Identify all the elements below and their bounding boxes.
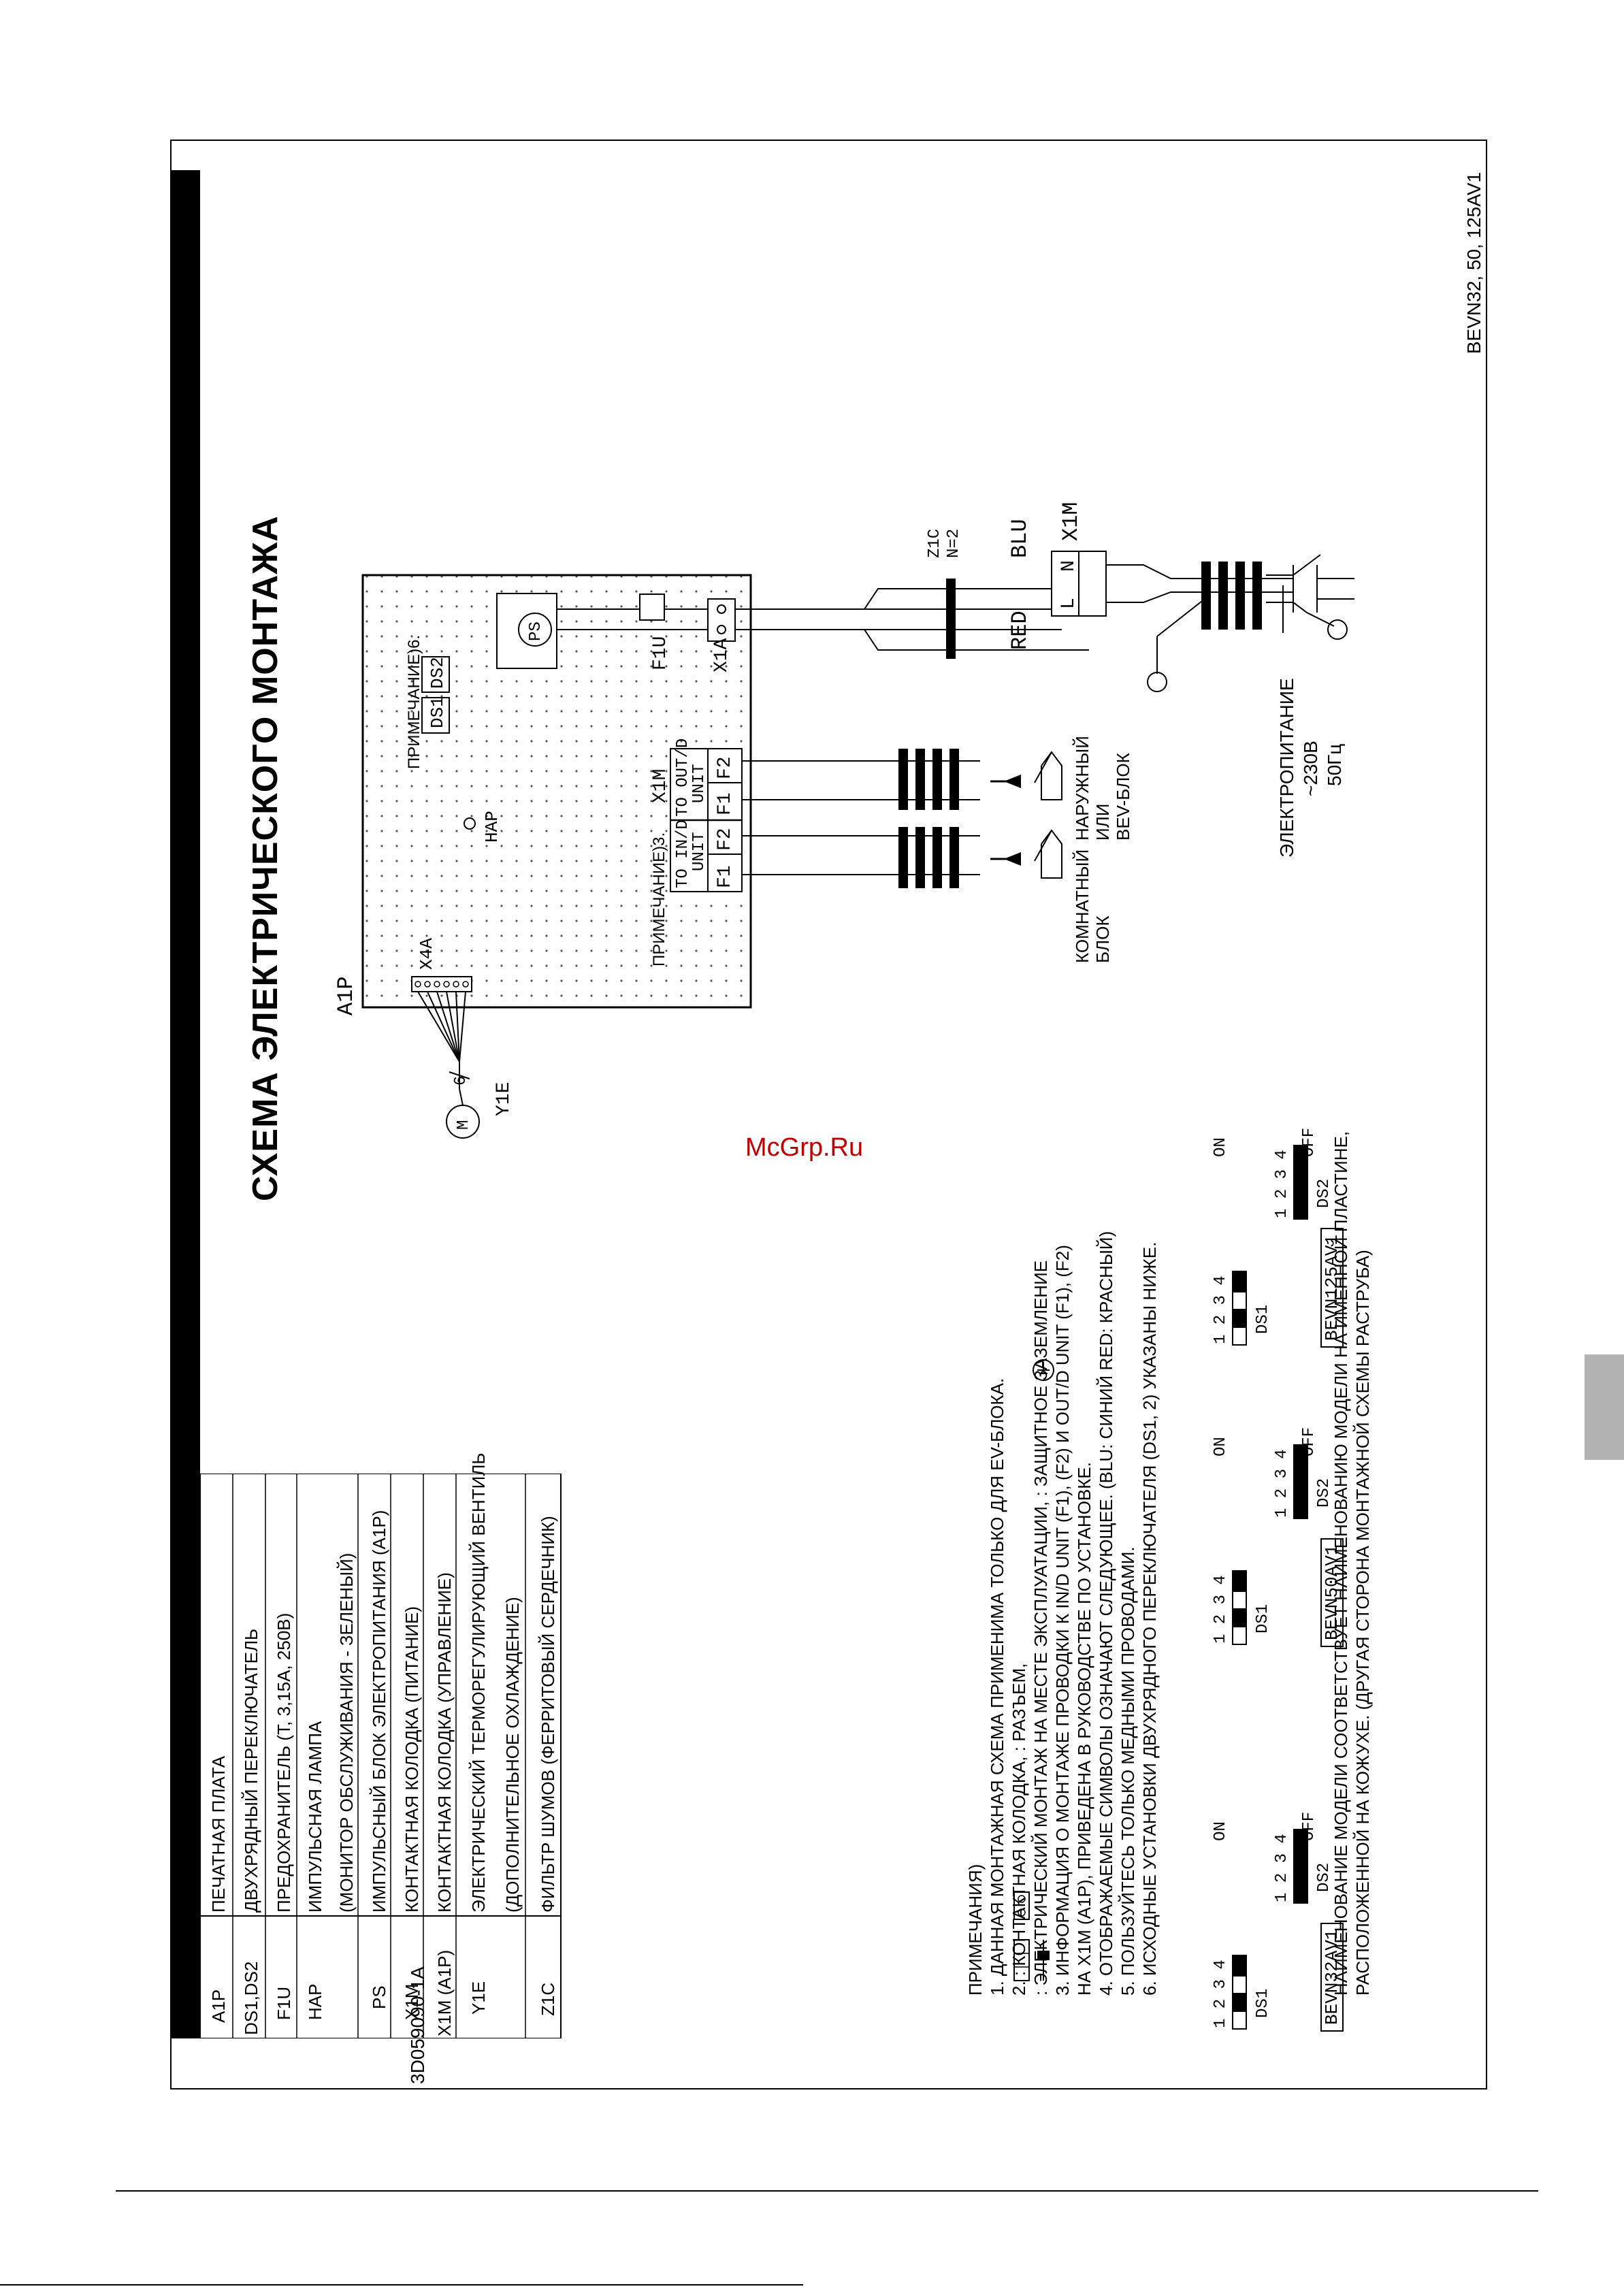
watermark: McGrp.Ru <box>745 1133 864 1162</box>
x4a-connector <box>411 976 472 992</box>
label-y1e: Y1E <box>493 1082 515 1116</box>
label-z1c: Z1C <box>926 528 944 558</box>
label-power-3: 50Гц <box>1324 743 1345 786</box>
label-outdoor-2: ИЛИ <box>1092 803 1113 841</box>
label-hap: HAP <box>482 811 502 843</box>
label-f2-in: F2 <box>715 828 736 851</box>
label-outdoor-1: НАРУЖНЫЙ <box>1072 736 1092 841</box>
dip-switch <box>1293 1444 1308 1466</box>
label-l: L <box>1058 598 1079 609</box>
z1c-ferrite <box>946 579 956 659</box>
label-f1-in: F1 <box>715 865 736 888</box>
dip-switch <box>1232 1955 1247 1977</box>
outdoor-unit-icon <box>1034 751 1062 800</box>
hap-lamp <box>464 817 476 830</box>
ps-symbol <box>518 613 552 647</box>
dip-switch <box>1293 1829 1308 1851</box>
label-note6: ПРИМЕЧАНИЕ)6. <box>405 634 423 769</box>
ground-earth-2 <box>1327 619 1348 640</box>
label-blu: BLU <box>1007 519 1033 558</box>
label-n2: N=2 <box>945 528 963 558</box>
label-to-ind-2: UNIT <box>690 832 709 871</box>
arrow-room-icon <box>1004 852 1021 866</box>
ground-earth-1 <box>1147 672 1167 692</box>
label-power-2: ~230В <box>1300 741 1321 796</box>
label-power-1: ЭЛЕКТРОПИТАНИЕ <box>1276 678 1297 858</box>
label-room-unit-1: КОМНАТНЫЙ <box>1072 849 1092 963</box>
label-ds2: DS2 <box>427 657 448 689</box>
dip-switch <box>1232 1271 1247 1292</box>
footer-line <box>116 2190 1538 2192</box>
terminal-block-symbol <box>1013 1891 1030 1981</box>
label-f1u: F1U <box>650 636 671 670</box>
arrow-outdoor-icon <box>1004 775 1021 788</box>
label-x1m: X1M <box>1058 502 1084 541</box>
label-ds1: DS1 <box>427 696 448 728</box>
room-unit-icon <box>1034 829 1062 879</box>
label-x1a: X1A <box>711 638 732 672</box>
f1u-fuse <box>639 593 665 621</box>
label-note3: ПРИМЕЧАНИЕ)3. <box>650 832 668 966</box>
label-red: RED <box>1007 611 1033 650</box>
label-f2-out: F2 <box>715 756 736 779</box>
section-tab <box>1585 1354 1624 1460</box>
label-n: N <box>1058 560 1079 572</box>
label-room-unit-2: БЛОК <box>1092 915 1113 964</box>
label-to-outd-2: UNIT <box>690 764 709 803</box>
supply-ferrite <box>1201 562 1262 630</box>
label-motor: M <box>455 1120 473 1130</box>
dip-switch <box>1293 1145 1308 1167</box>
ground-icon <box>1033 1359 1054 1381</box>
label-f1-out: F1 <box>715 792 736 815</box>
label-x4a: X4A <box>417 938 437 970</box>
transmission-ferrite <box>898 749 959 888</box>
dip-switch <box>1232 1570 1247 1592</box>
label-to-outd-1: TO OUT/D <box>674 738 692 817</box>
bottom-line <box>0 2284 803 2286</box>
label-to-ind-1: TO IN/D <box>674 819 692 888</box>
field-wiring-symbol <box>1037 1940 1050 1981</box>
label-outdoor-3: BEV-БЛОК <box>1113 753 1133 841</box>
legend-table <box>200 1474 562 2038</box>
label-ps: PS <box>527 621 545 641</box>
label-x1m-board: X1M <box>650 768 671 803</box>
title-strip <box>172 170 200 2038</box>
label-wire-6: 6 <box>452 1075 470 1086</box>
drawing-frame <box>170 140 1487 2089</box>
label-a1p: A1P <box>334 976 359 1015</box>
